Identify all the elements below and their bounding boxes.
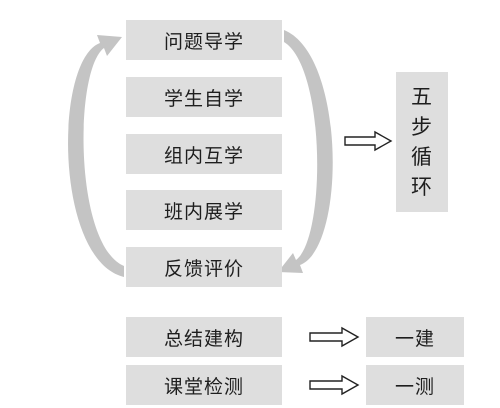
outcome-label-2: 一测 [394, 375, 435, 398]
right-cycle-arc-arrow [278, 30, 333, 273]
outcome-box-1: 一建 [366, 317, 464, 357]
left-cycle-arc-arrow [68, 35, 124, 277]
hollow-arrow-row-2 [309, 374, 360, 396]
step-box-5: 反馈评价 [126, 247, 282, 287]
outcome-box-2: 一测 [366, 365, 464, 405]
outcome-label-1: 一建 [394, 327, 435, 350]
five-step-cycle-box: 五 步 循 环 [396, 72, 448, 212]
step-box-4: 班内展学 [126, 190, 282, 230]
summary-box-2: 课堂检测 [126, 365, 282, 405]
step-label-2: 学生自学 [163, 87, 244, 110]
hollow-arrow-to-cycle [344, 130, 393, 152]
cycle-char-3: 循 [411, 145, 433, 169]
step-label-1: 问题导学 [163, 30, 244, 53]
step-label-3: 组内互学 [163, 144, 244, 167]
cycle-char-1: 五 [411, 85, 433, 109]
summary-label-2: 课堂检测 [163, 375, 244, 398]
step-box-2: 学生自学 [126, 77, 282, 117]
cycle-char-4: 环 [411, 175, 433, 199]
step-label-5: 反馈评价 [163, 257, 244, 280]
summary-box-1: 总结建构 [126, 317, 282, 357]
step-box-1: 问题导学 [126, 20, 282, 60]
cycle-char-2: 步 [411, 115, 433, 139]
summary-label-1: 总结建构 [163, 327, 244, 350]
hollow-arrow-row-1 [309, 326, 360, 348]
step-box-3: 组内互学 [126, 134, 282, 174]
step-label-4: 班内展学 [163, 200, 244, 223]
